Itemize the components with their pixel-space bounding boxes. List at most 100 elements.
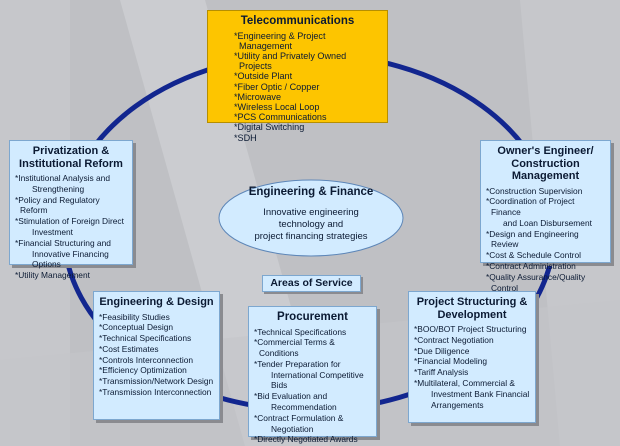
center-ellipse [218, 179, 404, 257]
list-item: *Policy and Regulatory Reform [15, 195, 127, 217]
list-item: *Cost Estimates [99, 343, 159, 354]
list-item-text: *Bid Evaluation and [254, 391, 328, 402]
list-item: *Fiber Optic / Copper [234, 81, 320, 92]
list-item: *Conceptual Design [99, 322, 174, 333]
owners-engineer-title-line: Owner's Engineer/ [497, 145, 594, 157]
privatization-title: Privatization & Institutional Reform [15, 145, 127, 170]
list-item-text: *Quality Assurance/Quality Control [486, 271, 586, 293]
owners-engineer-title-line: Construction Management [511, 157, 580, 183]
privatization-box: Privatization & Institutional Reform *In… [9, 140, 133, 280]
list-item-text: *Policy and Regulatory Reform [15, 194, 100, 216]
procurement-title: Procurement [277, 311, 348, 323]
center-description-line: project financing strategies [254, 231, 368, 242]
list-item-text: *Directly Negotiated Awards [254, 434, 358, 445]
owners-engineer-title: Owner's Engineer/ Construction Managemen… [486, 145, 605, 183]
list-item: *Feasibility Studies [99, 311, 170, 322]
list-item-continuation: Innovative Financing Options [32, 248, 109, 270]
project-structuring-box: Project Structuring & Development *BOO/B… [408, 291, 536, 423]
list-item-text: *Due Diligence [414, 345, 470, 356]
telecommunications-list: *Engineering & Project Management *Utili… [234, 31, 381, 143]
list-item: *Controls Interconnection [99, 354, 194, 365]
list-item-continuation: and Loan Disbursement [503, 217, 592, 228]
list-item-continuation: International Competitive Bids [271, 369, 364, 391]
list-item: *Quality Assurance/Quality Control [486, 272, 605, 294]
list-item: *Wireless Local Loop [234, 101, 320, 112]
list-item: *PCS Communications [234, 112, 327, 123]
center-description-line: Innovative engineering [263, 207, 359, 218]
list-item-text: *Cost & Schedule Control [486, 250, 581, 261]
list-item: *Commercial Terms & Conditions [254, 337, 371, 359]
list-item-text: *Tariff Analysis [414, 367, 469, 378]
list-item-continuation: Investment [32, 226, 73, 237]
privatization-title-line: Privatization & [32, 145, 110, 157]
list-item-text: *Construction Supervision [486, 185, 583, 196]
procurement-box: Procurement *Technical Specifications *C… [248, 306, 377, 444]
list-item: *Outside Plant [234, 71, 293, 82]
list-item-text: *Utility Management [15, 270, 90, 281]
list-item-text: *Institutional Analysis and [15, 173, 110, 183]
list-item: *Transmission Interconnection [99, 387, 212, 398]
list-item: *Contract Formulation &Negotiation [254, 413, 371, 435]
list-item: *Utility Management [15, 270, 127, 281]
list-item: *Digital Switching [234, 122, 305, 133]
list-item: *Design and Engineering Review [486, 229, 605, 251]
project-structuring-list: *BOO/BOT Project Structuring *Contract N… [414, 324, 530, 410]
list-item: *BOO/BOT Project Structuring [414, 324, 530, 335]
list-item-text: *Tender Preparation for [254, 358, 341, 369]
list-item: *Engineering & Project Management [234, 30, 326, 51]
list-item: *Utility and Privately Owned Projects [234, 50, 347, 72]
center-title: Engineering & Finance [248, 186, 374, 198]
areas-of-service-label: Areas of Service [262, 275, 361, 292]
engineering-design-box: Engineering & Design *Feasibility Studie… [93, 291, 220, 420]
list-item: *SDH [234, 132, 257, 143]
list-item: *Efficiency Optimization [99, 365, 187, 376]
list-item-text: *Stimulation of Foreign Direct [15, 216, 124, 227]
list-item: *Cost & Schedule Control [486, 250, 605, 261]
list-item-text: *Financial Modeling [414, 356, 488, 367]
list-item-text: *Commercial Terms & Conditions [254, 337, 335, 359]
list-item: *Contract Administration [486, 261, 605, 272]
procurement-list: *Technical Specifications *Commercial Te… [254, 327, 371, 446]
list-item-text: *Contract Negotiation [414, 334, 494, 345]
owners-engineer-list: *Construction Supervision *Coordination … [486, 186, 605, 294]
list-item-text: *Technical Specifications [254, 326, 347, 337]
list-item: *Construction Supervision [486, 186, 605, 197]
list-item-continuation: Investment Bank Financial Arrangements [431, 388, 530, 410]
center-description-line: technology and [278, 219, 344, 230]
telecommunications-box: Telecommunications *Engineering & Projec… [207, 10, 388, 143]
list-item-continuation: Negotiation [271, 423, 314, 434]
list-item: *Microwave [234, 91, 281, 102]
list-item: *Transmission/Network Design [99, 376, 214, 387]
list-item: *Technical Specifications [99, 333, 192, 344]
list-item: *Financial Modeling [414, 356, 530, 367]
list-item-text: *Multilateral, Commercial & [414, 377, 515, 388]
list-item-text: *Coordination of Project Finance [486, 196, 575, 218]
list-item: *Tariff Analysis [414, 367, 530, 378]
owners-engineer-box: Owner's Engineer/ Construction Managemen… [480, 140, 611, 293]
engineering-design-title: Engineering & Design [99, 296, 214, 308]
list-item: *Technical Specifications [254, 327, 371, 338]
list-item: *Contract Negotiation [414, 335, 530, 346]
center-description: Innovative engineering technology and pr… [222, 207, 400, 243]
privatization-title-line: Institutional Reform [19, 157, 123, 170]
list-item-continuation: Strengthening [32, 183, 85, 194]
project-structuring-title: Project Structuring & Development [414, 296, 530, 321]
list-item-text: *Design and Engineering Review [486, 228, 579, 250]
telecommunications-title: Telecommunications [240, 15, 355, 27]
list-item: *Directly Negotiated Awards [254, 434, 371, 445]
list-item-text: *Contract Administration [486, 261, 576, 272]
project-structuring-title-line: Development [437, 308, 507, 321]
list-item-text: *Financial Structuring and [15, 237, 111, 248]
project-structuring-title-line: Project Structuring & [416, 296, 528, 308]
list-item: *Multilateral, Commercial &Investment Ba… [414, 378, 530, 410]
list-item-continuation: Recommendation [271, 402, 337, 413]
list-item: *Due Diligence [414, 346, 530, 357]
list-item-text: *BOO/BOT Project Structuring [414, 324, 527, 334]
